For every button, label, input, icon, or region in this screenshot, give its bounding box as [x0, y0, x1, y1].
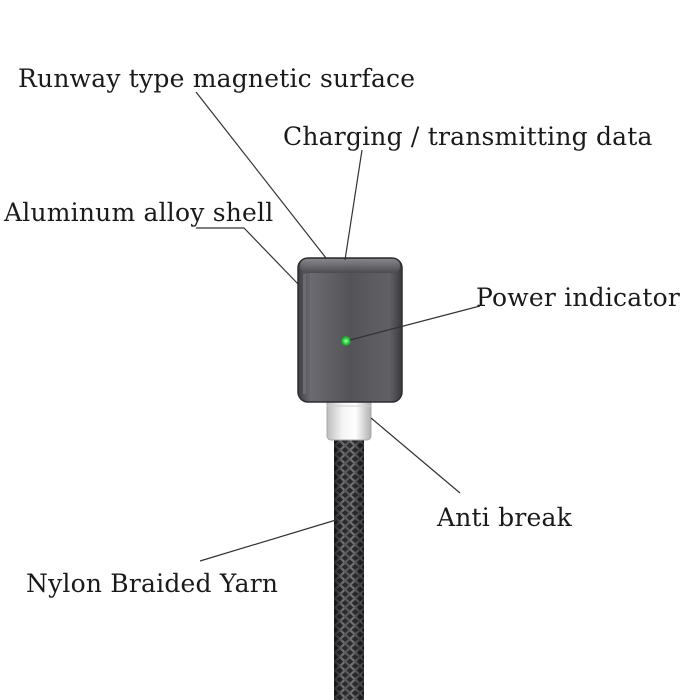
label-aluminum-alloy-shell: Aluminum alloy shell [4, 198, 274, 227]
label-nylon-braided-yarn: Nylon Braided Yarn [26, 569, 279, 598]
label-anti-break: Anti break [437, 503, 572, 532]
leader-anti-break [370, 417, 461, 494]
leader-nylon [199, 519, 337, 562]
braided-cable [334, 436, 364, 700]
aluminum-shell [297, 257, 403, 403]
label-charging-transmitting-data: Charging / transmitting data [283, 122, 653, 151]
leader-lines [195, 91, 481, 562]
leader-charging [344, 149, 363, 261]
leader-aluminum [196, 227, 300, 286]
leader-power [349, 305, 481, 341]
power-indicator-led [341, 336, 351, 346]
label-power-indicator: Power indicator [476, 283, 681, 312]
anti-break-neck [326, 399, 372, 441]
label-runway-magnetic-surface: Runway type magnetic surface [18, 64, 416, 93]
leader-runway [195, 91, 327, 259]
